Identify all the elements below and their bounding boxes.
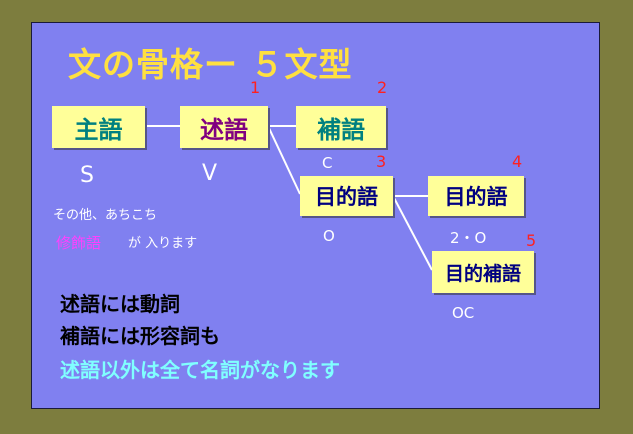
complement-box: 補語 [296,106,386,148]
page-title: 文の骨格ー ５文型 [68,45,353,84]
object2-box: 目的語 [428,176,524,216]
predicate-box: 述語 [180,106,268,148]
rule-line-1: 述語には動詞 [60,292,180,316]
letter-2o: 2・O [450,229,487,247]
letter-s: S [80,163,94,188]
letter-o: O [323,227,335,245]
subject-box: 主語 [52,106,145,148]
pattern-number-1: 1 [250,78,261,97]
object-box: 目的語 [300,176,393,216]
pattern-number-5: 5 [526,231,537,250]
pattern-number-4: 4 [512,152,523,171]
pattern-number-3: 3 [376,152,387,171]
letter-oc: OC [452,304,475,322]
letter-c: C [322,154,333,172]
pattern-number-2: 2 [377,78,388,97]
rule-line-2: 補語には形容詞も [60,324,220,348]
object-complement-box: 目的補語 [432,251,534,293]
modifier-label: 修飾語 [56,234,102,252]
enters-note: が 入ります [128,236,198,251]
letter-v: V [202,161,218,186]
connector-object-objcomplement [392,195,433,271]
others-note: その他、あちこち [53,208,158,223]
rule-line-3: 述語以外は全て名詞がなります [60,358,340,382]
connector-predicate-object [267,125,301,195]
